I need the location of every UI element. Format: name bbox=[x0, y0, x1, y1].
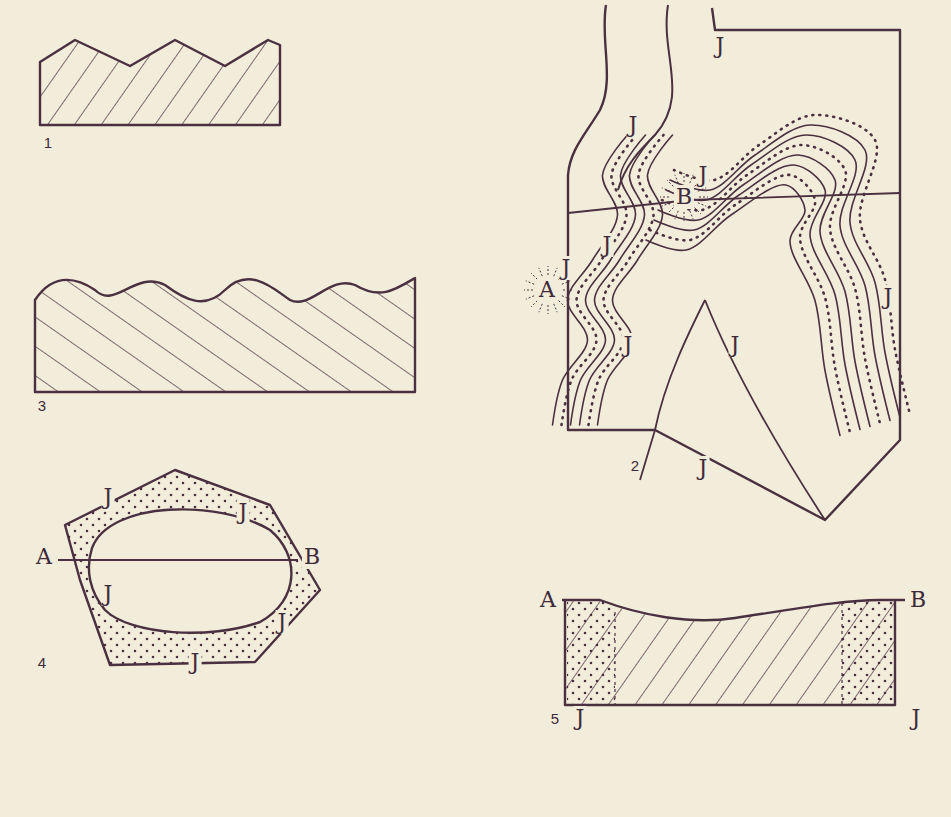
folded-bed bbox=[598, 135, 673, 425]
folded-bed bbox=[650, 175, 850, 433]
map-letter: B bbox=[674, 185, 694, 209]
intrusion-mark bbox=[562, 281, 570, 284]
map-letter: J bbox=[601, 233, 614, 257]
intrusion-mark bbox=[660, 197, 669, 198]
intrusion-mark bbox=[548, 305, 549, 314]
intrusion-mark bbox=[539, 268, 542, 276]
folded-bed bbox=[658, 155, 870, 427]
map-letter: J bbox=[910, 706, 923, 730]
figure-number: 3 bbox=[36, 397, 48, 414]
intrusion-mark bbox=[699, 197, 708, 198]
map-letter: A bbox=[34, 545, 54, 569]
intrusion-mark bbox=[539, 304, 542, 312]
map-letter: J bbox=[714, 34, 727, 58]
intrusion-mark bbox=[698, 188, 706, 191]
intrusion-mark bbox=[690, 211, 693, 219]
intrusion-mark bbox=[690, 175, 693, 183]
intrusion-mark bbox=[526, 296, 534, 299]
folded-bed bbox=[646, 185, 840, 436]
intrusion-mark bbox=[675, 211, 678, 219]
map-letter: J bbox=[237, 500, 250, 524]
map-letter: J bbox=[276, 610, 289, 634]
intrusion-mark bbox=[526, 281, 534, 284]
intrusion-mark bbox=[524, 290, 533, 291]
intrusion-mark bbox=[667, 180, 673, 186]
map-letter: A bbox=[537, 278, 557, 302]
folded-bed bbox=[674, 115, 910, 415]
figure-number: 2 bbox=[629, 457, 641, 474]
folded-bed bbox=[580, 135, 655, 425]
map-letter: J bbox=[189, 650, 202, 674]
figure-number: 1 bbox=[42, 134, 54, 151]
intrusion-mark bbox=[695, 208, 701, 214]
map-letter: J bbox=[882, 285, 895, 309]
intrusion-mark bbox=[554, 304, 557, 312]
intrusion-mark bbox=[662, 203, 670, 206]
map-letter: J bbox=[102, 582, 115, 606]
intrusion-mark bbox=[675, 175, 678, 183]
folded-bed bbox=[589, 135, 664, 425]
intrusion-mark bbox=[562, 296, 570, 299]
folded-bed bbox=[662, 145, 880, 424]
intrusion-mark bbox=[667, 208, 673, 214]
folded-bed bbox=[553, 135, 628, 425]
folded-bed bbox=[562, 135, 637, 425]
folded-bed bbox=[666, 135, 890, 421]
intrusion-mark bbox=[684, 212, 685, 221]
map-letter: J bbox=[627, 113, 640, 137]
map-letter: J bbox=[729, 333, 742, 357]
map-letter: J bbox=[697, 163, 710, 187]
intrusion-mark bbox=[559, 301, 565, 307]
map-letter: J bbox=[574, 706, 587, 730]
map-letter: J bbox=[697, 456, 710, 480]
map-letter: J bbox=[102, 485, 115, 509]
intrusion-mark bbox=[684, 173, 685, 182]
figure-number: 4 bbox=[36, 654, 48, 671]
map-letter: B bbox=[908, 588, 928, 612]
folded-bed bbox=[670, 125, 900, 418]
intrusion-mark bbox=[554, 268, 557, 276]
map-letter: B bbox=[302, 545, 322, 569]
map-letter: J bbox=[622, 333, 635, 357]
map-letter: J bbox=[560, 256, 573, 280]
map-letter: A bbox=[538, 588, 558, 612]
folded-bed bbox=[571, 135, 646, 425]
intrusion-mark bbox=[698, 203, 706, 206]
intrusion-mark bbox=[662, 188, 670, 191]
figure-number: 5 bbox=[549, 710, 561, 727]
intrusion-mark bbox=[548, 266, 549, 275]
intrusion-mark bbox=[563, 290, 572, 291]
